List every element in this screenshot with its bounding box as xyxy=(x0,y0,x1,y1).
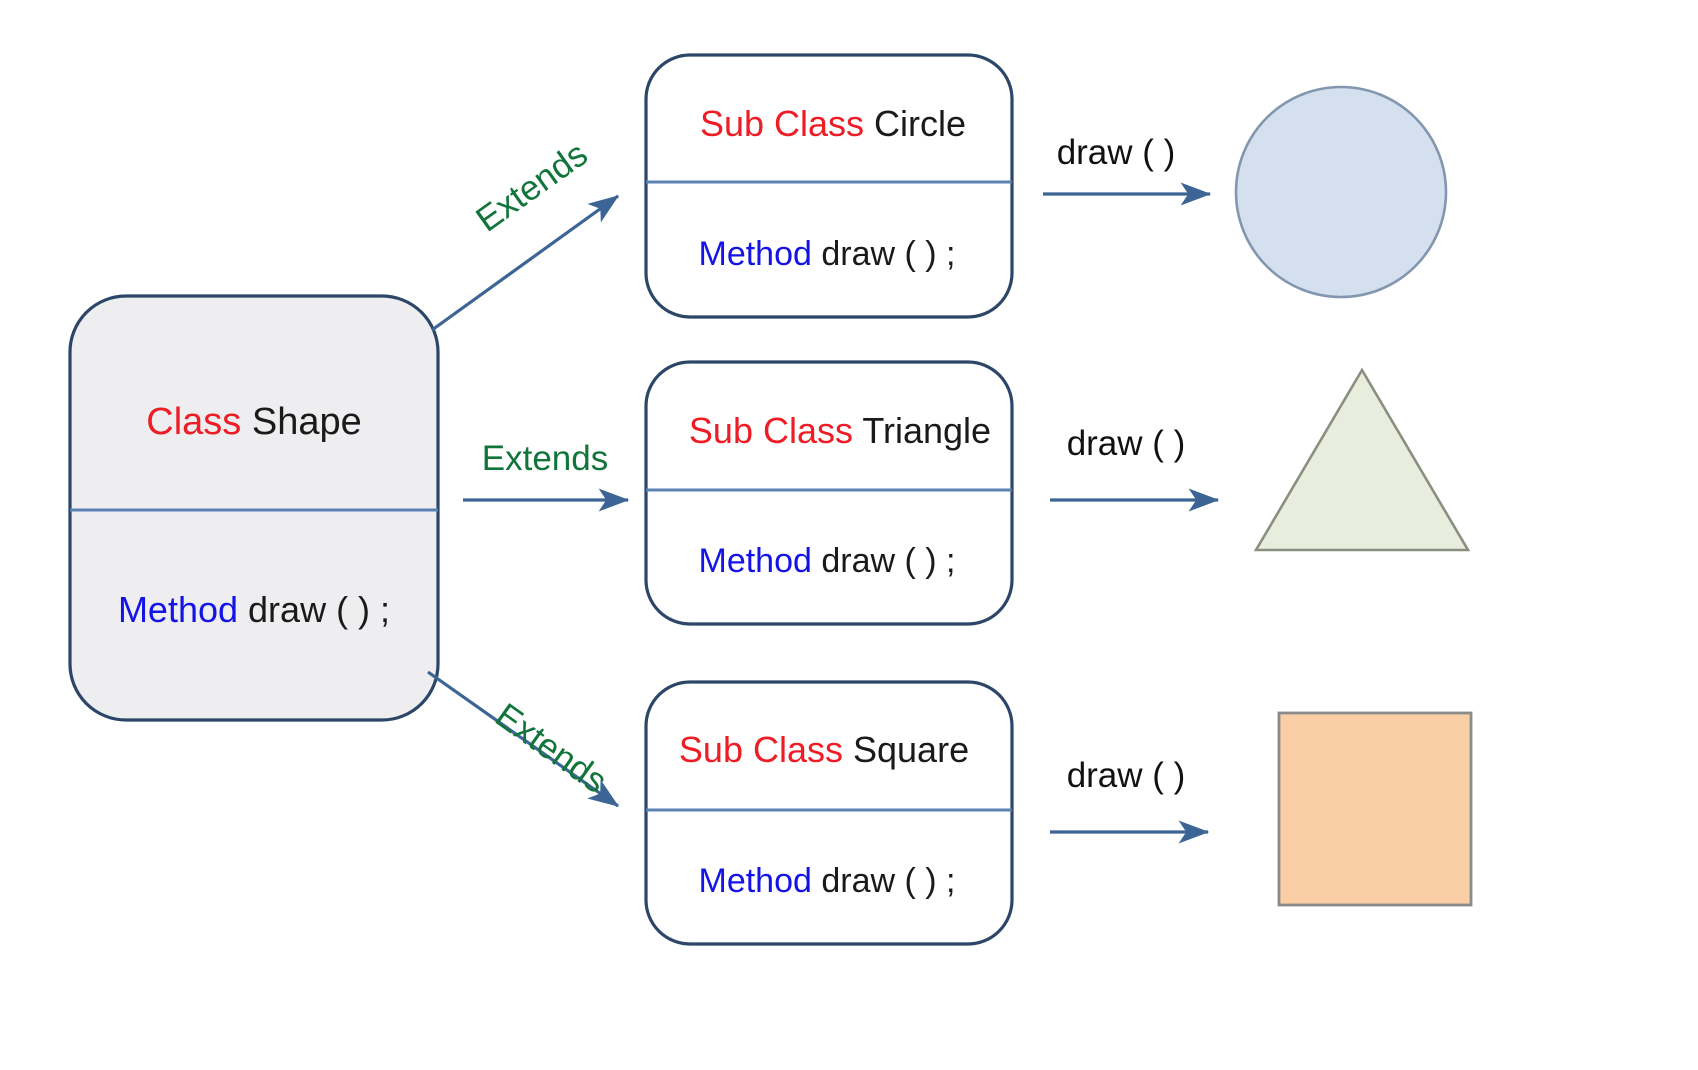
parent-class-method: Method draw ( ) ; xyxy=(118,589,390,630)
extends-connector-triangle: Extends xyxy=(463,439,630,512)
draw-label-triangle: draw ( ) xyxy=(1067,424,1186,463)
subclass-circle-method: Method draw ( ) ; xyxy=(699,235,956,273)
output-shape-circle xyxy=(1234,85,1448,299)
draw-label-square: draw ( ) xyxy=(1067,756,1186,795)
extends-label-triangle: Extends xyxy=(482,439,608,478)
subclass-circle-title: Sub Class Circle xyxy=(700,103,966,144)
parent-class-outline xyxy=(68,294,440,722)
draw-label-circle: draw ( ) xyxy=(1057,133,1176,172)
draw-connector-circle: draw ( ) xyxy=(1043,133,1212,206)
extends-connector-circle: Extends xyxy=(431,134,620,332)
subclass-triangle-method: Method draw ( ) ; xyxy=(699,542,956,580)
subclass-square-title: Sub Class Square xyxy=(679,729,969,770)
subclass-square-outline xyxy=(644,680,1014,946)
extends-label-circle: Extends xyxy=(469,134,595,239)
subclass-box-square[interactable]: Sub Class Square Method draw ( ) ; xyxy=(644,680,1014,946)
subclass-circle-outline xyxy=(644,53,1014,319)
extends-arrow-circle xyxy=(431,194,620,332)
subclass-box-triangle[interactable]: Sub Class Triangle Method draw ( ) ; xyxy=(644,360,1014,626)
parent-class-title: Class Shape xyxy=(146,401,361,443)
extends-connector-square: Extends xyxy=(427,670,620,808)
subclass-square-method: Method draw ( ) ; xyxy=(699,862,956,900)
triangle-icon xyxy=(1253,367,1471,552)
circle-icon xyxy=(1234,85,1448,299)
subclass-box-circle[interactable]: Sub Class Circle Method draw ( ) ; xyxy=(644,53,1014,319)
subclass-triangle-outline xyxy=(644,360,1014,626)
square-icon xyxy=(1277,711,1473,907)
output-shape-square xyxy=(1277,711,1473,907)
draw-connector-square: draw ( ) xyxy=(1050,756,1210,844)
extends-label-square: Extends xyxy=(488,696,614,801)
extends-arrow-square xyxy=(427,670,620,808)
subclass-triangle-title: Sub Class Triangle xyxy=(689,410,991,451)
output-shape-triangle xyxy=(1253,367,1471,552)
parent-class-box[interactable]: Class Shape Method draw ( ) ; xyxy=(68,294,440,722)
draw-connector-triangle: draw ( ) xyxy=(1050,424,1220,512)
